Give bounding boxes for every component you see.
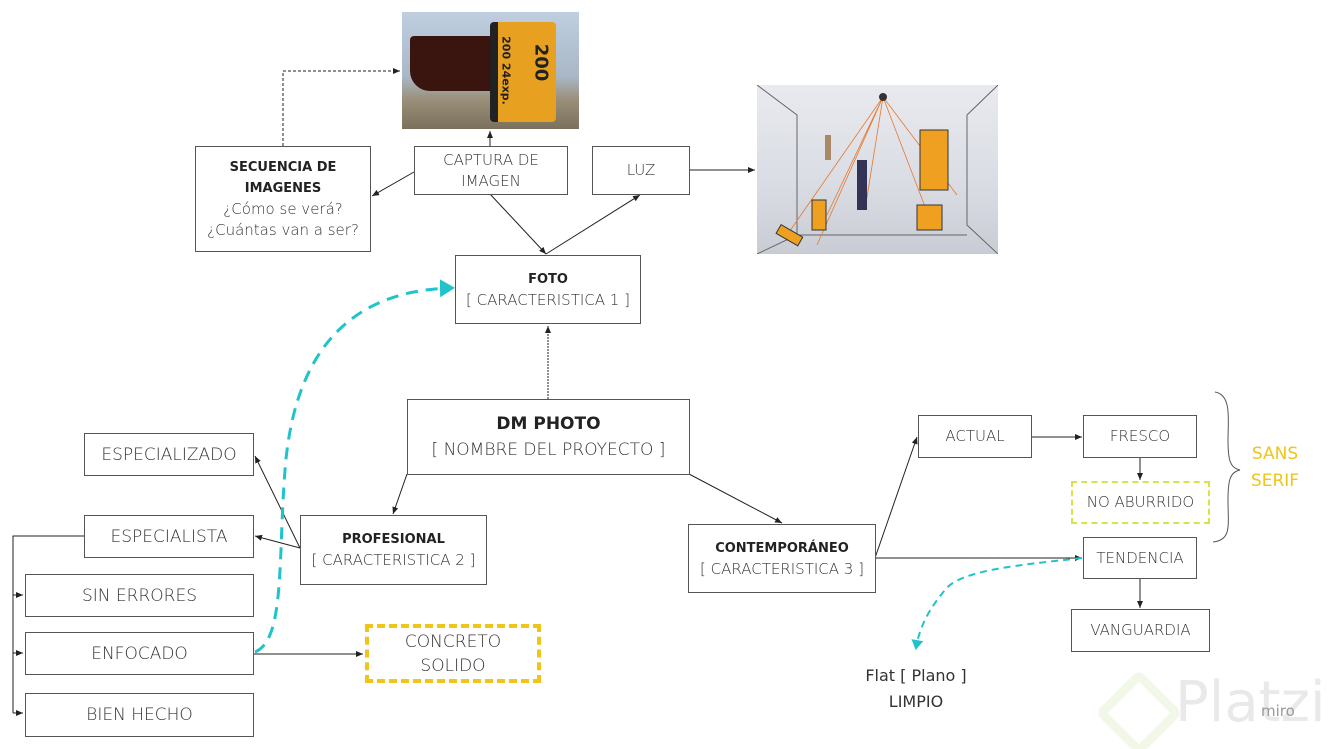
film-label: 200	[530, 43, 552, 82]
lighting-perspective-image	[757, 85, 998, 254]
edge-foto-luz	[545, 194, 641, 255]
node-sin-errores[interactable]: SIN ERRORES	[25, 574, 254, 617]
platzi-logo-icon	[1095, 669, 1183, 749]
sans-serif-note: SANS SERIF	[1250, 444, 1300, 491]
edge-dm-profesional	[392, 473, 408, 515]
film-label-exposures: 200 24exp.	[499, 36, 513, 105]
node-concreto-solido[interactable]: CONCRETO SOLIDO	[365, 624, 541, 683]
curly-brace	[1212, 391, 1241, 543]
node-bien-hecho[interactable]: BIEN HECHO	[25, 693, 254, 737]
node-dm-photo[interactable]: DM PHOTO [ NOMBRE DEL PROYECTO ]	[407, 399, 690, 475]
film-canister	[490, 22, 556, 122]
edge-secuencia-film	[282, 68, 400, 146]
node-profesional[interactable]: PROFESIONAL [ CARACTERISTICA 2 ]	[300, 515, 487, 585]
platzi-watermark: Platzi	[1095, 668, 1334, 749]
node-actual[interactable]: ACTUAL	[918, 415, 1032, 458]
edge-captura-secuencia	[371, 171, 415, 197]
edge-especialista-list	[12, 535, 84, 713]
edge-profesional-especialista	[254, 534, 301, 549]
film-canister-image: 200 200 24exp.	[402, 12, 579, 129]
edge-contemporaneo-actual	[874, 436, 918, 559]
node-captura-de-imagen[interactable]: CAPTURA DE IMAGEN	[414, 146, 568, 195]
teal-dashed-arrow-enfocado-foto	[254, 279, 455, 654]
node-luz[interactable]: LUZ	[592, 146, 690, 195]
miro-watermark: miro	[1261, 702, 1295, 720]
node-enfocado[interactable]: ENFOCADO	[25, 632, 254, 675]
edge-profesional-especializado	[254, 455, 301, 549]
node-fresco[interactable]: FRESCO	[1083, 415, 1197, 458]
node-no-aburrido[interactable]: NO ABURRIDO	[1071, 481, 1210, 524]
node-especialista[interactable]: ESPECIALISTA	[84, 515, 254, 558]
edge-captura-foto	[489, 193, 547, 255]
node-foto[interactable]: FOTO [ CARACTERISTICA 1 ]	[455, 255, 641, 324]
lighting-illustration	[757, 85, 998, 254]
node-tendencia[interactable]: TENDENCIA	[1083, 537, 1197, 579]
node-vanguardia[interactable]: VANGUARDIA	[1071, 609, 1210, 652]
node-secuencia-de-imagenes[interactable]: SECUENCIA DE IMAGENES ¿Cómo se verá? ¿Cu…	[195, 146, 371, 252]
node-contemporaneo[interactable]: CONTEMPORÁNEO [ CARACTERISTICA 3 ]	[688, 524, 876, 593]
teal-dashed-arrow-tendencia-flat	[911, 557, 1083, 650]
flat-limpio-note: Flat [ Plano ] LIMPIO	[865, 666, 967, 711]
edge-dm-contemporaneo	[688, 473, 783, 524]
node-especializado[interactable]: ESPECIALIZADO	[84, 433, 254, 476]
